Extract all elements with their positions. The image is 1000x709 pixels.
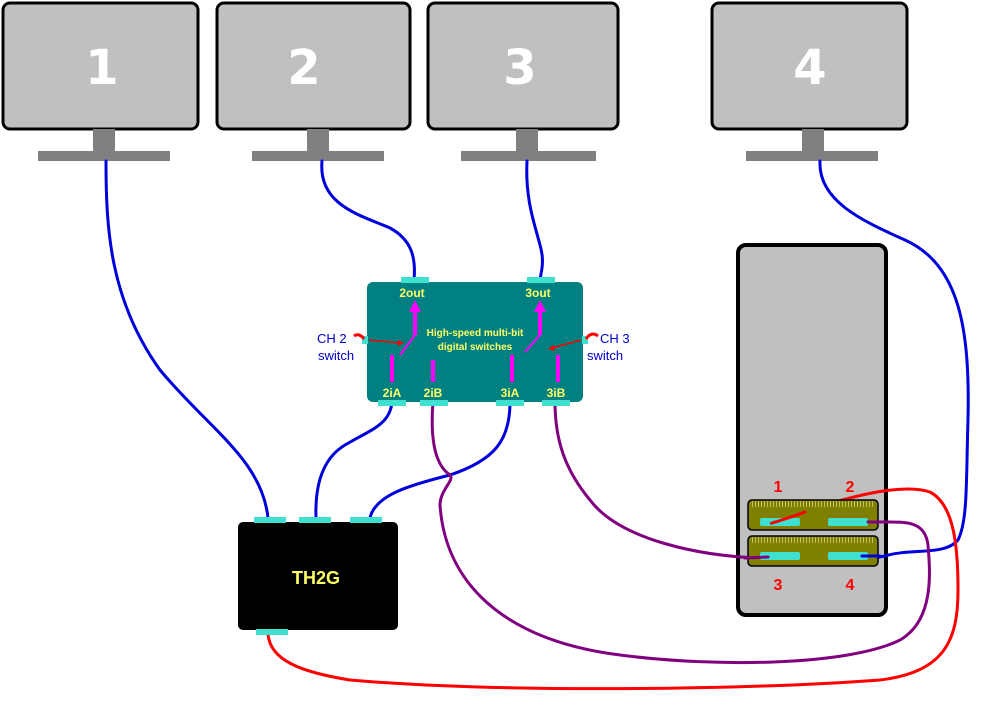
label-2iA: 2iA [383, 386, 402, 400]
switch-title-line1: High-speed multi-bit [427, 328, 524, 339]
monitor-3: 3 [426, 1, 620, 161]
pc-port-3-connector [760, 552, 800, 560]
label-2iB: 2iB [424, 386, 443, 400]
graphics-card-bottom [747, 535, 879, 567]
pc-port-1-label: 1 [774, 479, 783, 496]
ch3-label-line2: switch [587, 348, 623, 363]
port-ch2 [362, 336, 368, 344]
switch-box: 2out 3out High-speed multi-bit digital s… [362, 277, 588, 406]
port-2out [401, 277, 429, 283]
cable-monitor1-to-th2g [104, 159, 270, 520]
monitor-1-label: 1 [85, 40, 118, 96]
port-3iB [542, 400, 570, 406]
monitor-4: 4 [710, 1, 909, 161]
switch-title-line2: digital switches [438, 342, 513, 353]
th2g-label: TH2G [292, 568, 340, 588]
label-3iA: 3iA [501, 386, 520, 400]
port-2iB [420, 400, 448, 406]
pc-port-4-connector [828, 552, 868, 560]
graphics-card-top [747, 499, 879, 531]
port-3iA [496, 400, 524, 406]
pc-port-4-label: 4 [846, 577, 855, 594]
th2g-port-in [256, 629, 288, 635]
cable-2iB-to-pc2 [430, 400, 931, 665]
monitor-4-label: 4 [793, 40, 826, 96]
pc-port-2-label: 2 [846, 479, 855, 496]
monitor-2-label: 2 [287, 40, 320, 96]
pc-port-labels: 1 2 3 4 [774, 479, 855, 594]
pc-port-3-label: 3 [774, 577, 783, 594]
ch2-label-line1: CH 2 [317, 331, 347, 346]
cable-3iB-to-pc3 [553, 400, 762, 560]
monitor-1: 1 [1, 1, 200, 161]
pc-port-2-connector [828, 518, 868, 526]
ch3-label-line1: CH 3 [600, 331, 630, 346]
th2g-port-3 [350, 517, 382, 523]
ch2-label-line2: switch [318, 348, 354, 363]
port-3out [527, 277, 555, 283]
label-2out: 2out [399, 286, 424, 300]
port-ch3 [582, 336, 588, 344]
th2g-port-2 [299, 517, 331, 523]
cable-monitor3-to-3out [525, 159, 544, 282]
ch-switch-labels: CH 2 switch CH 3 switch [317, 331, 630, 363]
cable-ends [743, 510, 884, 560]
th2g-port-1 [254, 517, 286, 523]
cables [104, 159, 970, 691]
label-3iB: 3iB [547, 386, 566, 400]
monitor-3-label: 3 [503, 40, 536, 96]
monitor-2: 2 [215, 1, 412, 161]
cable-th2g-to-pc1 [266, 487, 960, 691]
th2g-box: TH2G [238, 517, 398, 635]
cable-monitor2-to-2out [320, 159, 416, 282]
port-2iA [378, 400, 406, 406]
cable-2iA-to-th2g [314, 400, 394, 520]
label-3out: 3out [525, 286, 550, 300]
cable-monitor4-to-pc4 [818, 159, 970, 559]
